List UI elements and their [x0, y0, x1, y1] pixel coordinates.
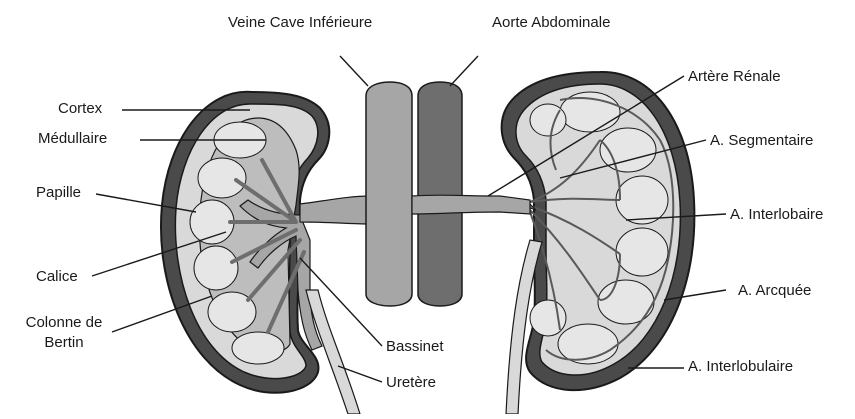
label-interlobar-artery: A. Interlobaire	[730, 206, 823, 224]
left-pyramid	[190, 200, 234, 244]
label-ureter: Uretère	[386, 374, 436, 392]
leader-aorta	[450, 56, 478, 86]
left-ureter	[306, 290, 360, 414]
right-kidney	[470, 72, 694, 414]
label-interlobular-artery: A. Interlobulaire	[688, 358, 793, 376]
label-column-of-bertin-line1: Colonne de	[14, 314, 114, 332]
label-papilla: Papille	[36, 184, 81, 202]
label-vena-cava: Veine Cave Inférieure	[228, 14, 372, 32]
leader-vena-cava	[340, 56, 368, 86]
label-calyx: Calice	[36, 268, 78, 286]
label-cortex: Cortex	[58, 100, 102, 118]
renal-artery	[412, 195, 530, 214]
left-pyramid	[194, 246, 238, 290]
right-pyramid	[530, 104, 566, 136]
label-renal-artery: Artère Rénale	[688, 68, 781, 86]
right-pyramid	[530, 300, 566, 336]
renal-vein	[300, 196, 370, 224]
label-pelvis: Bassinet	[386, 338, 444, 356]
left-pyramid	[198, 158, 246, 198]
left-pyramid	[232, 332, 284, 364]
label-segmental-artery: A. Segmentaire	[710, 132, 813, 150]
abdominal-aorta	[418, 82, 462, 306]
label-column-of-bertin-line2: Bertin	[14, 334, 114, 352]
right-pyramid	[598, 280, 654, 324]
label-aorta: Aorte Abdominale	[492, 14, 610, 32]
label-medulla: Médullaire	[38, 130, 107, 148]
inferior-vena-cava	[366, 82, 412, 306]
central-vessels	[300, 82, 530, 306]
right-pyramid	[616, 228, 668, 276]
right-pyramid	[616, 176, 668, 224]
label-arcuate-artery: A. Arcquée	[738, 282, 811, 300]
